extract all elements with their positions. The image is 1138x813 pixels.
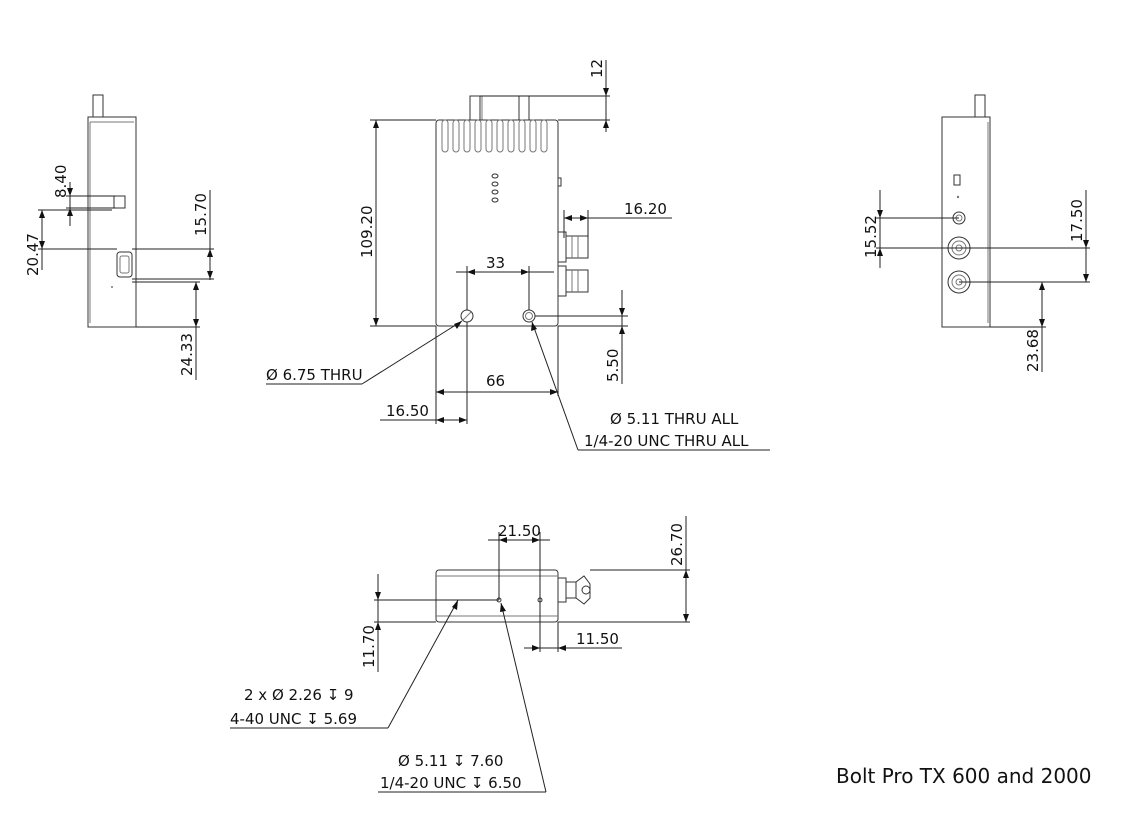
- bnc-connectors: [557, 231, 589, 297]
- callout-mount-1: Ø 5.11 ↧ 7.60: [398, 752, 503, 770]
- callout-holes-2: 4-40 UNC ↧ 5.69: [230, 710, 357, 728]
- dim-front-12: 12: [588, 59, 606, 78]
- antenna-left: [469, 95, 481, 121]
- left-side-view: 8.40 20.47 15.70 24.33: [24, 94, 214, 380]
- hole-right: [522, 309, 536, 323]
- heat-fins: [441, 119, 548, 153]
- right-side-view: 15.52 17.50 23.68: [862, 94, 1090, 372]
- usb-port: [113, 195, 126, 209]
- dim-front-66: 66: [486, 372, 505, 390]
- dim-bottom-26.70: 26.70: [668, 523, 686, 566]
- dim-bottom-21.50: 21.50: [498, 522, 541, 540]
- bottom-view: 21.50 26.70 11.70 11.50 2 x Ø 2.26 ↧ 9 4…: [230, 516, 690, 793]
- dim-right-17.50: 17.50: [1068, 199, 1086, 242]
- dim-front-33: 33: [486, 254, 505, 272]
- callout-mount-2: 1/4-20 UNC ↧ 6.50: [380, 774, 522, 792]
- dim-left-24.33: 24.33: [178, 333, 196, 376]
- status-leds: [491, 173, 499, 203]
- dim-left-20.47: 20.47: [24, 233, 42, 276]
- callout-right-hole-1: Ø 5.11 THRU ALL: [610, 410, 739, 428]
- right-side-body: [941, 116, 991, 328]
- callout-right-hole-2: 1/4-20 UNC THRU ALL: [584, 432, 749, 450]
- left-side-body: [87, 116, 137, 328]
- callout-holes-1: 2 x Ø 2.26 ↧ 9: [244, 686, 354, 704]
- dim-front-16.50: 16.50: [386, 402, 429, 420]
- drawing-title: Bolt Pro TX 600 and 2000: [836, 764, 1092, 788]
- antenna-stub-right: [974, 94, 986, 118]
- callout-left-hole: Ø 6.75 THRU: [266, 366, 363, 384]
- dim-front-16.20: 16.20: [624, 200, 667, 218]
- antenna-stub: [92, 94, 104, 118]
- front-view: 12 109.20 16.20 33 5.50 6: [266, 59, 770, 451]
- dim-bottom-11.50: 11.50: [576, 630, 619, 648]
- dim-right-23.68: 23.68: [1024, 329, 1042, 372]
- dim-left-8.40: 8.40: [52, 165, 70, 198]
- dim-right-15.52: 15.52: [862, 215, 880, 258]
- dim-front-109.20: 109.20: [358, 206, 376, 259]
- hdmi-port: [116, 251, 133, 278]
- dim-left-15.70: 15.70: [192, 193, 210, 236]
- dim-bottom-11.70: 11.70: [360, 625, 378, 668]
- dim-front-5.50: 5.50: [604, 349, 622, 382]
- antenna-right: [518, 95, 530, 121]
